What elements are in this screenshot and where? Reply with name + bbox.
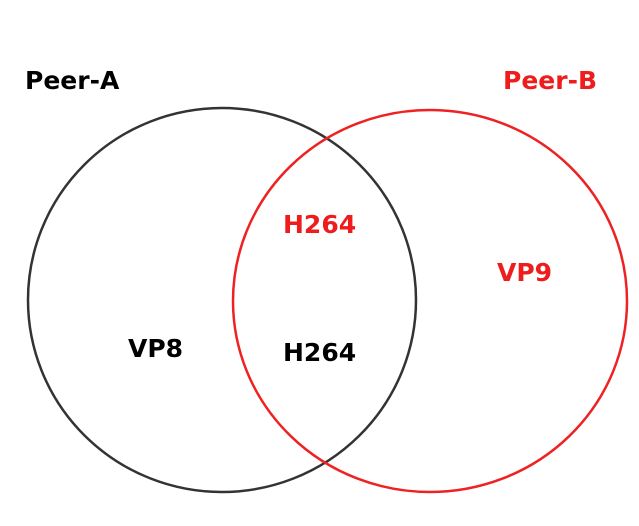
peer-a-codec-vp8: VP8 [128, 334, 184, 363]
peer-a-label: Peer-A [25, 66, 120, 95]
peer-b-label: Peer-B [503, 66, 597, 95]
peer-a-circle [26, 106, 418, 494]
peer-b-codec-h264: H264 [283, 210, 357, 239]
peer-b-circle [231, 108, 629, 494]
peer-a-codec-h264: H264 [283, 338, 357, 367]
peer-b-codec-vp9: VP9 [497, 258, 553, 287]
